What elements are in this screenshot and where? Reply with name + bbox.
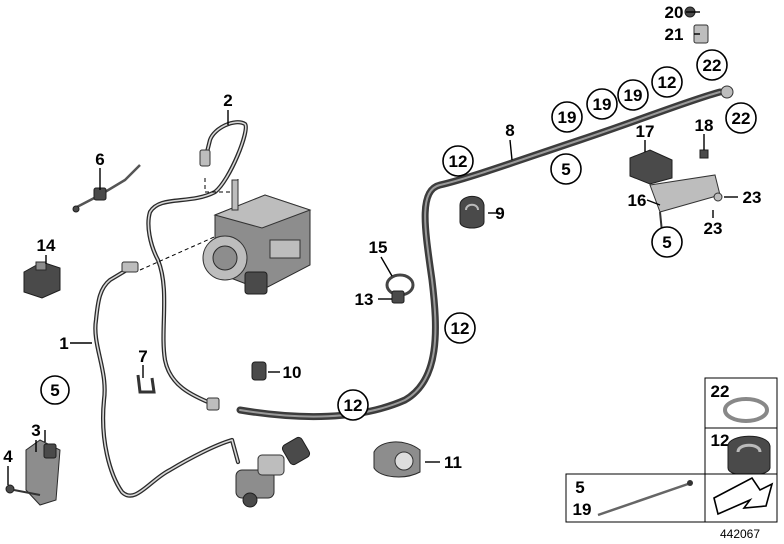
label-21: 21	[665, 25, 684, 44]
legend-22-label: 22	[711, 382, 730, 401]
clip-10	[251, 361, 267, 381]
label-14: 14	[37, 236, 56, 255]
label-12-low: 12	[344, 396, 363, 415]
legend-12-label: 12	[711, 431, 730, 450]
label-12-top: 12	[449, 152, 468, 171]
legend-item-5-19: 5 19	[565, 473, 778, 523]
label-17: 17	[636, 122, 655, 141]
label-19-a: 19	[558, 108, 577, 127]
label-23-a: 23	[743, 188, 762, 207]
label-23-b: 23	[704, 219, 723, 238]
label-5-right: 5	[662, 233, 671, 252]
label-18: 18	[695, 116, 714, 135]
label-22-a: 22	[703, 56, 722, 75]
label-12-right: 12	[658, 73, 677, 92]
label-15: 15	[369, 238, 388, 257]
master-cylinder	[235, 436, 311, 508]
brake-hose	[236, 88, 724, 421]
label-9: 9	[495, 204, 504, 223]
label-5-left: 5	[50, 381, 59, 400]
legend-5-label: 5	[575, 478, 584, 497]
label-11: 11	[444, 453, 462, 472]
legend-19-label: 19	[573, 500, 592, 519]
cable-tie	[72, 164, 141, 213]
label-22-b: 22	[732, 109, 751, 128]
callout-circles	[40, 49, 757, 421]
label-5-mid: 5	[561, 160, 570, 179]
label-7: 7	[138, 347, 147, 366]
clip-9	[459, 195, 485, 229]
brake-line-2	[121, 120, 248, 411]
label-3: 3	[31, 421, 40, 440]
reference-lines	[139, 178, 239, 271]
leader-lines	[7, 11, 738, 485]
clamp-15	[385, 273, 415, 304]
label-20: 20	[665, 3, 684, 22]
legend-item-12: 12	[704, 427, 778, 481]
brake-line-1	[93, 265, 241, 498]
clamp-11	[373, 441, 421, 478]
abs-unit	[202, 179, 312, 295]
label-16: 16	[628, 191, 647, 210]
label-4: 4	[3, 447, 13, 466]
label-8: 8	[505, 121, 514, 140]
label-1: 1	[59, 334, 68, 353]
legend-item-22: 22	[704, 377, 778, 429]
label-10: 10	[283, 363, 302, 382]
clip-7	[136, 374, 156, 394]
part-labels: 2 6 14 1 7 10 5 3 4 8 9 12 12 12 12 15 1…	[3, 3, 761, 472]
bracket-3	[5, 439, 61, 506]
reference-number: 442067	[720, 527, 760, 541]
label-13: 13	[355, 290, 374, 309]
label-19-b: 19	[593, 95, 612, 114]
rubber-mount	[23, 261, 61, 299]
label-12-mid: 12	[451, 319, 470, 338]
label-2: 2	[223, 91, 232, 110]
label-19-c: 19	[624, 86, 643, 105]
label-6: 6	[95, 150, 104, 169]
